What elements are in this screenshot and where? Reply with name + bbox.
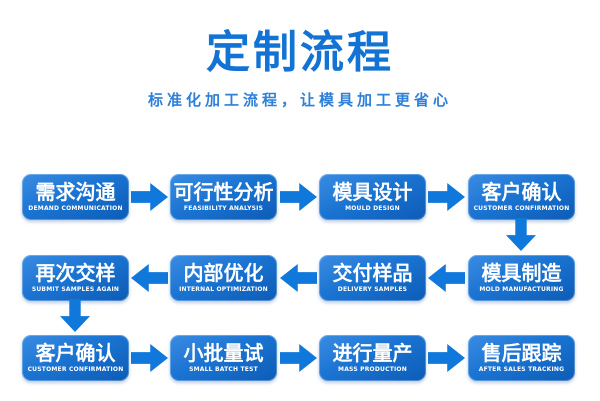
step-subtitle: DELIVERY SAMPLES <box>337 286 408 293</box>
step-mould-design: 模具设计 MOULD DESIGN <box>319 174 426 220</box>
step-subtitle: MOLD MANUFACTURING <box>479 286 564 293</box>
step-title: 可行性分析 <box>173 180 274 204</box>
step-title: 客户确认 <box>481 180 562 204</box>
step-title: 交付样品 <box>332 261 413 285</box>
step-internal-optimization: 内部优化 INTERNAL OPTIMIZATION <box>170 255 277 301</box>
step-title: 需求沟通 <box>35 180 116 204</box>
page-subtitle: 标准化加工流程，让模具加工更省心 <box>147 91 452 109</box>
step-title: 模具制造 <box>481 261 562 285</box>
step-small-batch-test: 小批量试 SMALL BATCH TEST <box>170 335 277 381</box>
arrow-right-icon <box>428 183 465 211</box>
step-subtitle: CUSTOMER CONFIRMATION <box>473 205 570 212</box>
arrow-right-icon <box>280 183 317 211</box>
step-title: 再次交样 <box>35 261 116 285</box>
step-delivery-samples: 交付样品 DELIVERY SAMPLES <box>319 255 426 301</box>
step-feasibility-analysis: 可行性分析 FEASIBILITY ANALYSIS <box>170 174 277 220</box>
arrow-left-icon <box>280 264 317 292</box>
arrow-right-icon <box>131 344 168 372</box>
step-title: 模具设计 <box>332 180 413 204</box>
step-subtitle: SUBMIT SAMPLES AGAIN <box>31 286 120 293</box>
step-mold-manufacturing: 模具制造 MOLD MANUFACTURING <box>468 255 575 301</box>
arrow-left-icon <box>131 264 168 292</box>
step-customer-confirmation-1: 客户确认 CUSTOMER CONFIRMATION <box>468 174 575 220</box>
step-title: 售后跟踪 <box>481 341 562 365</box>
arrow-right-icon <box>428 344 465 372</box>
arrow-down-icon <box>506 218 536 251</box>
step-subtitle: CUSTOMER CONFIRMATION <box>27 366 124 373</box>
step-demand-communication: 需求沟通 DEMAND COMMUNICATION <box>22 174 129 220</box>
step-subtitle: SMALL BATCH TEST <box>189 366 258 373</box>
arrow-down-icon <box>60 299 90 332</box>
step-subtitle: INTERNAL OPTIMIZATION <box>179 286 268 293</box>
arrow-left-icon <box>428 264 465 292</box>
step-after-sales-tracking: 售后跟踪 AFTER SALES TRACKING <box>468 335 575 381</box>
step-submit-samples-again: 再次交样 SUBMIT SAMPLES AGAIN <box>22 255 129 301</box>
step-subtitle: MASS PRODUCTION <box>338 366 407 373</box>
step-subtitle: AFTER SALES TRACKING <box>478 366 565 373</box>
arrow-right-icon <box>131 183 168 211</box>
step-mass-production: 进行量产 MASS PRODUCTION <box>319 335 426 381</box>
step-title: 客户确认 <box>35 341 116 365</box>
arrow-right-icon <box>280 344 317 372</box>
step-subtitle: FEASIBILITY ANALYSIS <box>183 205 264 212</box>
step-subtitle: MOULD DESIGN <box>345 205 400 212</box>
step-title: 内部优化 <box>183 261 264 285</box>
step-title: 进行量产 <box>332 341 413 365</box>
page-title: 定制流程 <box>206 27 394 78</box>
step-title: 小批量试 <box>183 341 264 365</box>
step-customer-confirmation-2: 客户确认 CUSTOMER CONFIRMATION <box>22 335 129 381</box>
step-subtitle: DEMAND COMMUNICATION <box>28 205 123 212</box>
